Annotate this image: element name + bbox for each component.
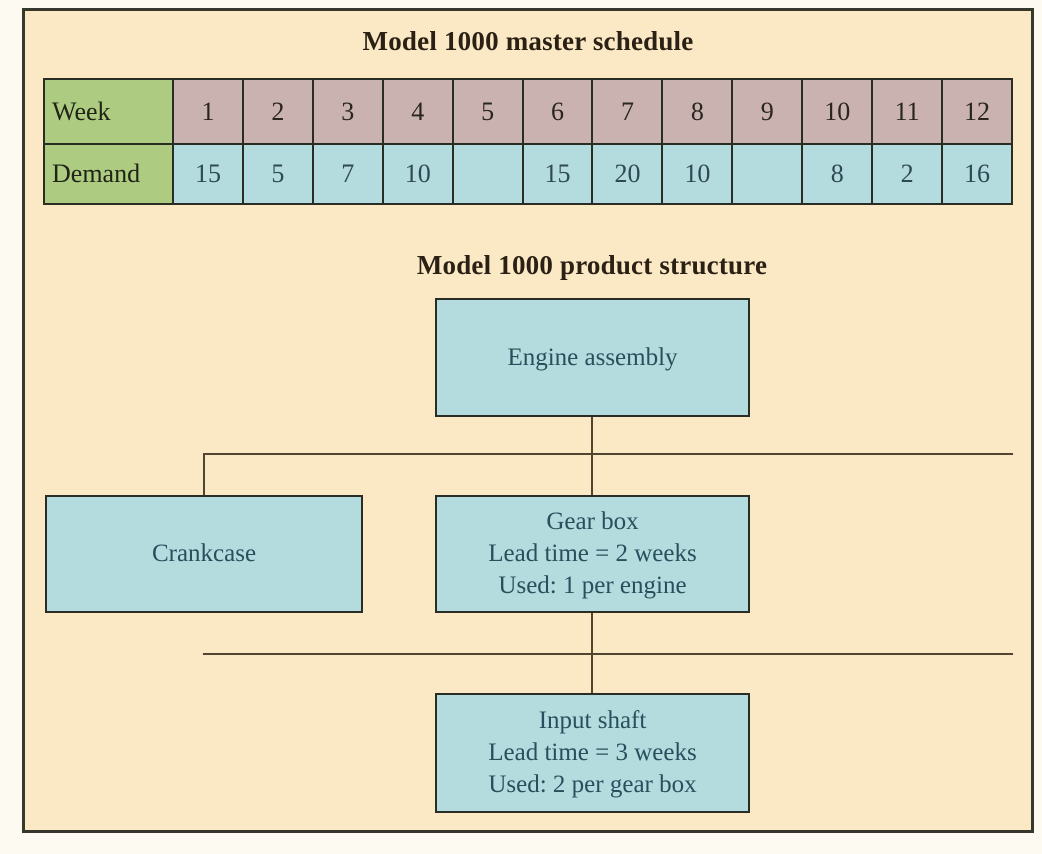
node-lead-time: Lead time = 3 weeks <box>488 739 697 766</box>
connector-level2-horizontal <box>203 653 1013 655</box>
node-lead-time: Lead time = 2 weeks <box>488 540 697 567</box>
connector-engine-down <box>591 417 593 455</box>
demand-cell: 8 <box>803 145 872 203</box>
node-engine-assembly: Engine assembly <box>435 298 750 417</box>
demand-cell: 7 <box>313 145 382 203</box>
node-usage: Used: 1 per engine <box>498 572 687 599</box>
demand-cell: 5 <box>243 145 312 203</box>
week-cell: 5 <box>453 80 522 143</box>
master-schedule-title: Model 1000 master schedule <box>362 26 694 56</box>
week-cell: 3 <box>313 80 382 143</box>
week-cell: 10 <box>803 80 872 143</box>
master-schedule-table: Week 1 2 3 4 5 6 7 8 9 10 11 12 Demand 1… <box>43 78 1013 205</box>
node-label: Engine assembly <box>507 343 678 371</box>
demand-cell: 16 <box>943 145 1011 203</box>
demand-row-header: Demand <box>45 145 172 203</box>
product-structure-title: Model 1000 product structure <box>416 250 768 280</box>
demand-cell: 15 <box>523 145 592 203</box>
connector-crankcase-down <box>203 453 205 495</box>
week-cell: 4 <box>383 80 452 143</box>
demand-cell: 2 <box>873 145 942 203</box>
node-gear-box: Gear box Lead time = 2 weeks Used: 1 per… <box>435 495 750 613</box>
week-cell: 8 <box>663 80 732 143</box>
demand-cell <box>733 145 802 203</box>
week-cell: 7 <box>593 80 662 143</box>
week-cell: 1 <box>174 80 242 143</box>
node-usage: Used: 2 per gear box <box>488 771 697 798</box>
week-cell: 9 <box>733 80 802 143</box>
demand-cell: 20 <box>593 145 662 203</box>
demand-cell: 15 <box>174 145 242 203</box>
node-crankcase: Crankcase <box>45 495 363 613</box>
connector-gearbox-down <box>591 453 593 495</box>
demand-cell: 10 <box>663 145 732 203</box>
week-cell: 6 <box>523 80 592 143</box>
connector-level1-horizontal <box>203 453 1013 455</box>
connector-gearbox-bottom <box>591 613 593 655</box>
week-row-header: Week <box>45 80 172 143</box>
demand-cell <box>453 145 522 203</box>
week-cell: 11 <box>873 80 942 143</box>
demand-cell: 10 <box>383 145 452 203</box>
week-cell: 12 <box>943 80 1011 143</box>
node-label: Gear box <box>546 508 639 535</box>
node-label: Crankcase <box>151 540 257 567</box>
node-input-shaft: Input shaft Lead time = 3 weeks Used: 2 … <box>435 693 750 813</box>
week-cell: 2 <box>243 80 312 143</box>
connector-inputshaft-down <box>591 653 593 693</box>
node-label: Input shaft <box>538 707 647 734</box>
